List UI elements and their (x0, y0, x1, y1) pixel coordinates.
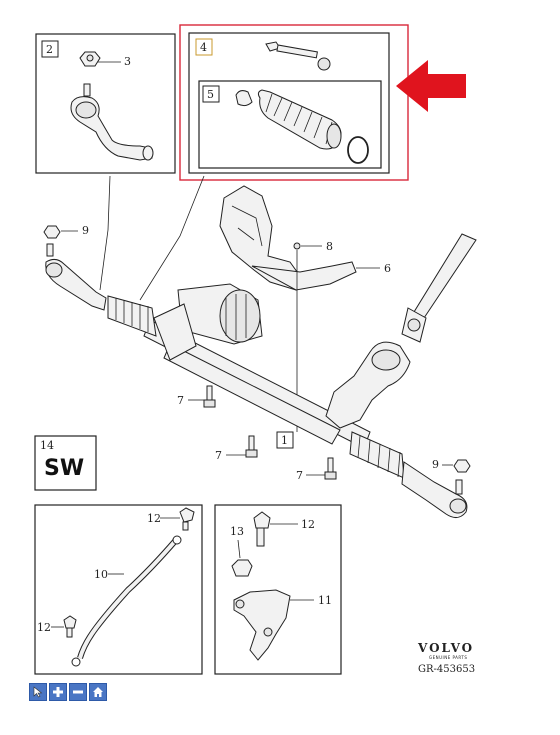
home-icon (93, 687, 103, 697)
pointer-icon (33, 686, 43, 698)
sw-label: SW (44, 456, 84, 481)
bolt-7-c: 7 (296, 457, 337, 482)
bolt-7-b: 7 (215, 435, 258, 462)
callout-10: 10 (94, 568, 108, 581)
callout-9-right: 9 (432, 458, 439, 471)
volvo-logo: VOLVO GENUINE PARTS (417, 641, 474, 660)
pointer-tool-button[interactable] (29, 683, 47, 701)
callout-12-b: 12 (37, 621, 51, 634)
brand-name: VOLVO (417, 641, 474, 655)
zoom-out-button[interactable] (69, 683, 87, 701)
callout-13: 13 (230, 525, 244, 538)
callout-3: 3 (124, 55, 131, 68)
zoom-in-icon (53, 687, 63, 697)
zoom-in-button[interactable] (49, 683, 67, 701)
callout-11: 11 (318, 594, 332, 607)
callout-7-b: 7 (215, 449, 222, 462)
callout-12-a: 12 (147, 512, 161, 525)
home-button[interactable] (89, 683, 107, 701)
bellows-boot (257, 89, 342, 150)
brand-sub: GENUINE PARTS (429, 655, 467, 660)
callout-7-a: 7 (177, 394, 184, 407)
bracket-panel: 12 13 11 (214, 504, 342, 675)
zoom-out-icon (73, 690, 83, 694)
callout-8: 8 (326, 240, 333, 253)
highlight-arrow (396, 60, 466, 112)
callout-6: 6 (384, 262, 391, 275)
steering-rack-assembly: 6 8 9 (43, 185, 477, 518)
clamp-ring (347, 136, 369, 164)
callout-12-c: 12 (301, 518, 315, 531)
tie-rod-end-panel: 2 3 (35, 33, 176, 291)
highlight-frame (179, 24, 409, 181)
sw-variant-panel: 14 SW (34, 435, 97, 491)
callout-1: 1 (281, 434, 288, 447)
callout-2: 2 (46, 43, 53, 56)
callout-9-left: 9 (82, 224, 89, 237)
boot-kit-panel: 4 5 (188, 32, 390, 174)
callout-4: 4 (200, 41, 207, 54)
callout-5: 5 (207, 88, 214, 101)
ground-cable-panel: 12 10 12 (34, 504, 203, 675)
viewer-toolbar (29, 683, 107, 701)
callout-14: 14 (40, 439, 54, 452)
callout-7-c: 7 (296, 469, 303, 482)
diagram-reference: GR-453653 (418, 664, 475, 675)
bolt-7-a: 7 (177, 385, 216, 408)
